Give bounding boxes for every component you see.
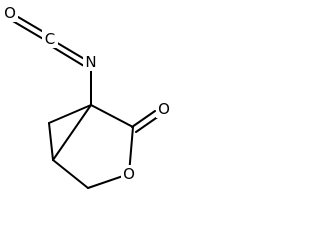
atom-o-carbonyl: O [158, 100, 170, 118]
atom-n-isocyanate: N [85, 53, 96, 71]
atom-o-isocyanate: O [4, 4, 16, 22]
atom-o-ring: O [123, 165, 135, 183]
bond-bridgehead-carbonyl-c [90, 104, 134, 128]
bond-c-n-isocyanate-a [53, 40, 87, 61]
bond-carbonyl-co-a [131, 110, 156, 128]
bond-o-c-isocyanate-b [10, 19, 46, 41]
atom-c-isocyanate-bg [42, 30, 58, 48]
bond-o-c-isocyanate-a [12, 13, 48, 35]
chemical-structure-diagram: O C N O O [2, 4, 172, 189]
bonds [10, 13, 160, 189]
bond-ch2-lower-bridgehead [52, 159, 89, 189]
atom-o-carbonyl-bg [156, 100, 172, 118]
atom-labels: O C N O O [2, 4, 172, 183]
atom-o-isocyanate-bg [2, 4, 18, 22]
bond-bridge [52, 104, 92, 161]
bond-carbonyl-co-b [135, 115, 160, 133]
atom-n-isocyanate-bg [83, 53, 100, 71]
atom-o-ring-bg [121, 165, 137, 183]
bond-left-ch2-bridgehead [48, 104, 92, 124]
bond-c-n-isocyanate-b [50, 45, 85, 67]
bond-lower-bridgehead-left-ch2 [48, 122, 54, 161]
atom-c-isocyanate: C [45, 30, 55, 48]
